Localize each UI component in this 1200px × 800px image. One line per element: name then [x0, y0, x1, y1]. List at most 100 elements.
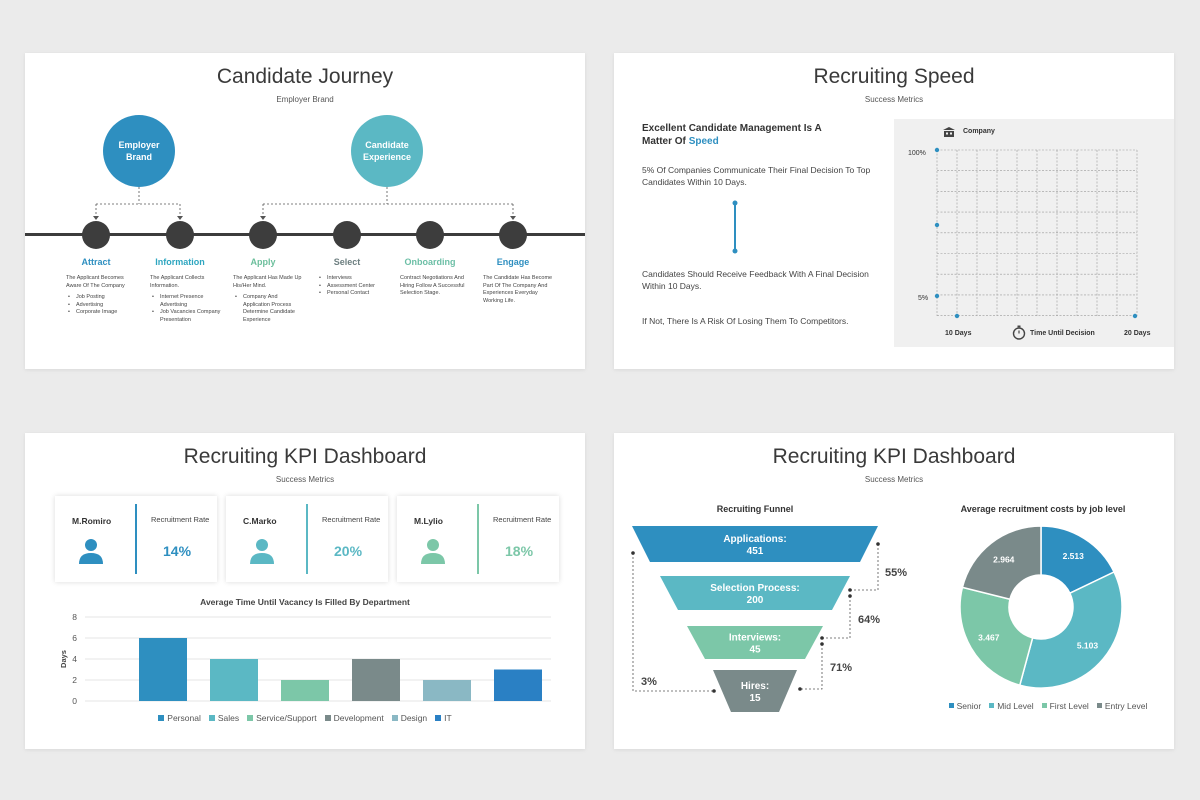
building-icon [943, 127, 955, 137]
stage-description: The Candidate Has Become Part Of The Com… [483, 275, 555, 305]
stage-bullet: Company And Application Process Determin… [233, 294, 305, 324]
legend-label: Mid Level [997, 701, 1034, 711]
donut-slice-label: 5.103 [1077, 641, 1099, 651]
slide-subtitle: Employer Brand [276, 95, 334, 104]
stage-description: The Applicant Collects Information.Inter… [150, 275, 222, 324]
bar-chart-title: Average Time Until Vacancy Is Filled By … [200, 597, 410, 607]
funnel-connectors [632, 544, 879, 692]
kpi-card-rate-label: Recruitment Rate [493, 515, 552, 524]
donut-slice-first-level [959, 586, 1034, 687]
legend-swatch [435, 715, 442, 721]
bar-service-support [281, 680, 329, 701]
bar-legend-item: IT [435, 713, 452, 723]
candidate-experience-circle: Candidate Experience [351, 115, 423, 187]
bar-y-label: Days [59, 650, 68, 668]
stage-label: Engage [496, 257, 530, 267]
funnel-stage-value: 200 [747, 595, 764, 606]
speed-paragraph-2: Candidates Should Receive Feedback With … [642, 269, 869, 291]
legend-label: First Level [1049, 701, 1089, 711]
kpi-card-rate-label: Recruitment Rate [322, 515, 381, 524]
legend-label: IT [444, 713, 452, 723]
speed-y-top: 100% [908, 150, 926, 157]
funnel-stage-value: 45 [749, 645, 761, 656]
funnel-stage [660, 576, 850, 610]
speed-x-right: 20 Days [1124, 330, 1151, 337]
bar-development [352, 659, 400, 701]
person-avatar-icon [79, 539, 103, 564]
funnel-conversion-pct: 71% [830, 662, 852, 674]
stage-description: InterviewsAssessment CenterPersonal Cont… [317, 275, 389, 298]
slide-candidate-journey[interactable]: Candidate Journey Employer Brand Employe… [25, 53, 585, 369]
donut-legend-item: Senior [948, 701, 981, 711]
funnel-stage-value: 15 [749, 693, 761, 704]
speed-range-marker [732, 200, 738, 254]
person-avatar-icon [421, 539, 445, 564]
bar-design [423, 680, 471, 701]
bar-legend-item: Service/Support [247, 713, 317, 723]
funnel-stage [632, 526, 878, 562]
timeline-node-information [166, 221, 194, 249]
funnel-conversion-pct: 3% [641, 676, 657, 688]
stage-bullet: Interviews [317, 275, 389, 283]
kpi-card-name: M.Romiro [72, 516, 112, 526]
speed-grid [934, 147, 1138, 319]
bar-y-tick: 8 [72, 612, 77, 622]
employer-brand-circle: Employer Brand [103, 115, 175, 187]
timeline-node-select [333, 221, 361, 249]
slide-recruiting-speed[interactable]: Recruiting Speed Success Metrics Excelle… [614, 53, 1174, 369]
legend-swatch [208, 715, 215, 721]
funnel-stage-label: Selection Process: [710, 583, 799, 594]
donut-slice-entry-level [961, 525, 1042, 601]
bar-y-tick: 6 [72, 633, 77, 643]
funnel-stage-label: Hires: [741, 681, 769, 692]
slide-kpi-dashboard-funnel[interactable]: Recruiting KPI Dashboard Success Metrics… [614, 433, 1174, 749]
stage-bullet: Personal Contact [317, 290, 389, 298]
legend-label: Service/Support [256, 713, 317, 723]
slide-subtitle: Success Metrics [864, 95, 924, 104]
kpi-card-name: C.Marko [243, 516, 277, 526]
donut-legend-item: First Level [1041, 701, 1089, 711]
donut-legend-item: Mid Level [989, 701, 1034, 711]
speed-y-bottom: 5% [918, 295, 929, 302]
stage-label: Apply [250, 257, 276, 267]
slide-title: Recruiting Speed [813, 65, 975, 88]
funnel-stage-label: Applications: [723, 534, 786, 545]
speed-heading-highlight: Speed [688, 136, 719, 147]
funnel-title: Recruiting Funnel [716, 504, 794, 514]
speed-paragraph-3: If Not, There Is A Risk Of Losing Them T… [642, 316, 849, 326]
donut-slice-mid-level [1018, 571, 1123, 689]
timeline-node-engage [499, 221, 527, 249]
timeline-node-onboarding [416, 221, 444, 249]
donut-slice-senior [1040, 525, 1116, 595]
speed-chart: Company 100% 5% 10 Days Time Until Decis… [894, 119, 1174, 347]
kpi-card-rate: 18% [505, 543, 534, 559]
funnel-stage-label: Interviews: [729, 633, 781, 644]
bar-legend-item: Personal [158, 713, 201, 723]
bar-legend-item: Design [391, 713, 427, 723]
donut-title: Average recruitment costs by job level [960, 504, 1126, 514]
stage-description: Contract Negotiations And Hiring Follow … [400, 275, 472, 298]
stage-description: The Applicant Becomes Aware Of The Compa… [66, 275, 138, 317]
kpi-card-rate: 14% [163, 543, 192, 559]
bar-y-tick: 0 [72, 696, 77, 706]
bar-it [494, 669, 542, 701]
funnel-connector-dots [631, 542, 880, 693]
legend-swatch [1041, 703, 1047, 708]
speed-x-title: Time Until Decision [1030, 330, 1095, 337]
stage-label: Information [155, 257, 205, 267]
donut-legend-item: Entry Level [1096, 701, 1147, 711]
stage-description-text: The Applicant Has Made Up His/Her Mind. [233, 275, 302, 289]
stage-label: Select [333, 257, 361, 267]
stage-description-text: The Applicant Becomes Aware Of The Compa… [66, 275, 125, 289]
slide-kpi-dashboard-bars[interactable]: Recruiting KPI Dashboard Success Metrics… [25, 433, 585, 749]
speed-x-left: 10 Days [945, 330, 972, 337]
journey-connectors [93, 187, 516, 220]
donut-legend: Senior Mid Level First Level Entry Level [930, 701, 1166, 711]
bar-legend-item: Sales [208, 713, 239, 723]
funnel-conversion-pct: 64% [858, 614, 880, 626]
